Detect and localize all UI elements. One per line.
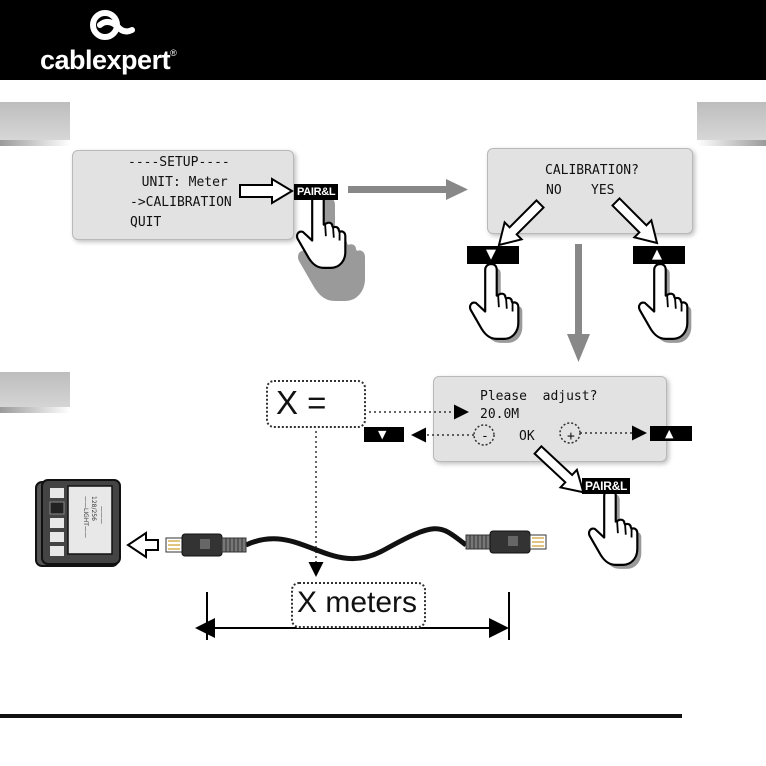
patch-cable	[166, 529, 546, 559]
flow-arrow-right	[348, 179, 468, 200]
up-arrow-icon: ▲	[652, 246, 662, 264]
x-meters-text: X meters	[297, 586, 417, 620]
down-arrow-icon: ▼	[378, 427, 386, 442]
cable-tester-device: ——LIGHT—— 128/256 ———	[36, 480, 120, 566]
flow-arrow-down	[567, 244, 590, 362]
x-equals-text: X =	[276, 384, 326, 422]
x-meters-label: X meters	[291, 582, 426, 628]
tester-display-line-3: ———	[98, 506, 105, 524]
hand-press-pair-2	[589, 490, 641, 569]
down-key-2[interactable]: ▼	[364, 427, 404, 442]
pair-key-2[interactable]: PAIR&L	[582, 478, 630, 494]
up-key-2[interactable]: ▲	[650, 426, 692, 441]
down-arrow-icon: ▼	[486, 246, 496, 264]
tester-display-line-1: ——LIGHT——	[82, 496, 89, 538]
pointer-arrow-no	[491, 196, 549, 254]
minus-button-circle	[474, 425, 494, 445]
footer-rule	[0, 714, 682, 718]
up-key[interactable]: ▲	[633, 246, 685, 264]
hand-press-down	[470, 264, 522, 343]
pointer-arrow-to-tester	[128, 533, 158, 557]
pair-key[interactable]: PAIR&L	[294, 184, 338, 200]
hand-press-up	[639, 264, 691, 343]
up-arrow-icon: ▲	[665, 426, 673, 441]
pointer-arrow-yes	[608, 194, 666, 252]
x-equals-label: X =	[266, 380, 366, 428]
down-key[interactable]: ▼	[467, 246, 519, 264]
plus-button-circle	[560, 423, 580, 443]
pointer-arrow-setup	[240, 179, 292, 203]
tester-display-line-2: 128/256	[90, 496, 97, 521]
hand-press-pair	[297, 193, 365, 301]
